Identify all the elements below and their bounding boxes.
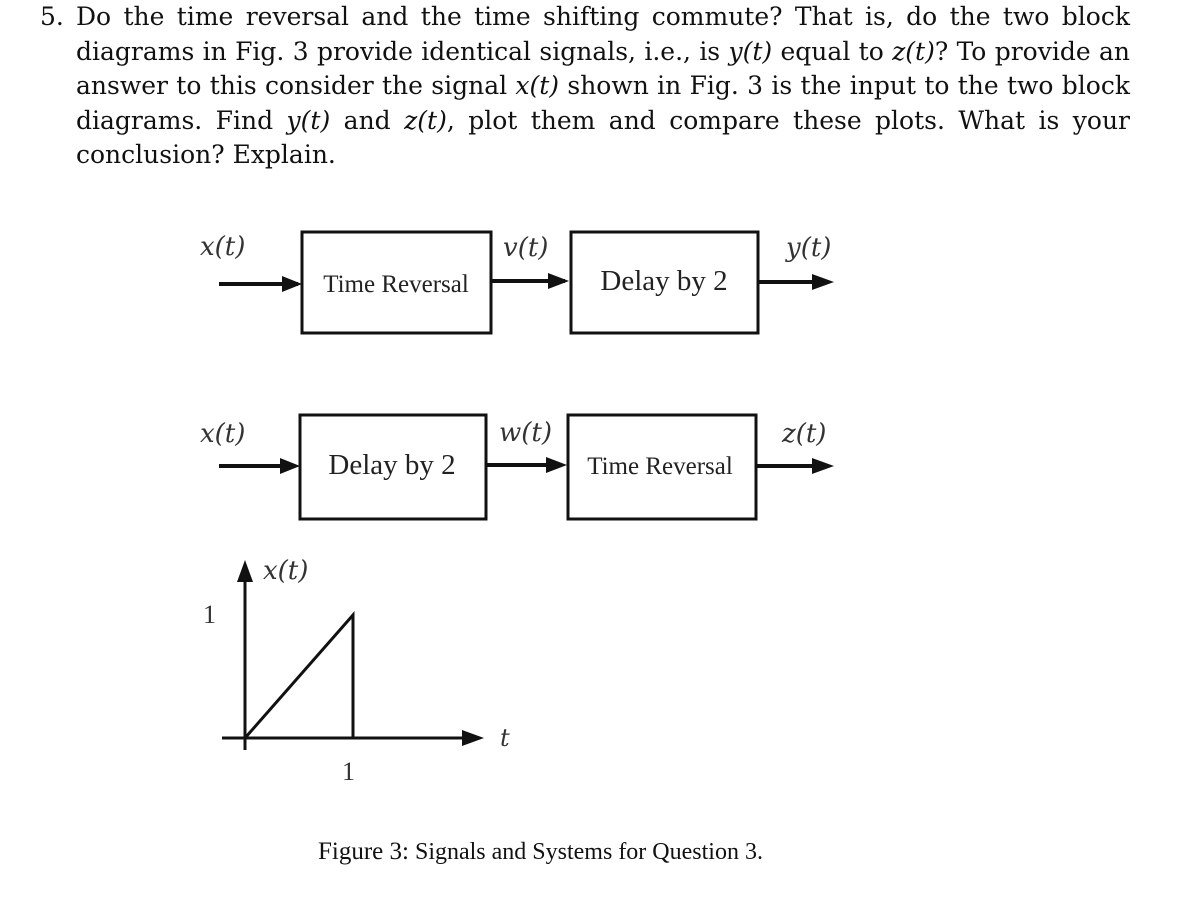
diagram2-output-label: z(t) <box>781 419 826 449</box>
question-text-segment: Do the time reversal and the time shifti… <box>76 2 1130 66</box>
block-diagram-2: x(t) Delay by 2 w(t) Time Reversal z(t) <box>200 413 834 521</box>
question-text-segment: and <box>330 105 405 135</box>
math-expression: z(t) <box>892 36 935 66</box>
caption-text: Signals and Systems for Question 3. <box>408 839 763 865</box>
diagram1-input-label: x(t) <box>200 232 245 262</box>
plot-y-tick-label: 1 <box>203 600 216 629</box>
math-expression: x(t) <box>515 71 560 100</box>
signal-plot: x(t) 1 1 t <box>203 556 510 786</box>
diagram2-mid-arrowhead <box>546 457 567 473</box>
question-text-segment: equal to <box>772 36 893 66</box>
block-diagram-1: x(t) Time Reversal v(t) Delay by 2 y(t) <box>200 230 834 335</box>
signal-ramp <box>243 611 355 739</box>
diagram2-mid-label: w(t) <box>499 418 552 448</box>
diagram1-block2-label: Delay by 2 <box>600 265 727 297</box>
question-number: 5. <box>40 2 64 31</box>
question-text-segment: ? To provide an answer to this consider … <box>76 36 1130 101</box>
diagram1-mid-label: v(t) <box>503 233 548 263</box>
diagram1-mid-arrowhead <box>548 273 569 289</box>
diagram2-input-label: x(t) <box>200 419 245 449</box>
question-text-segment: shown in Fig. 3 is the input to the two … <box>76 71 1130 135</box>
plot-y-arrowhead <box>237 560 253 582</box>
question-text: 5. Do the time reversal and the time shi… <box>40 0 1130 173</box>
diagram2-block1-label: Delay by 2 <box>328 449 455 481</box>
diagram2-block2-label: Time Reversal <box>587 453 733 480</box>
diagram1-block1-label: Time Reversal <box>323 271 469 298</box>
plot-x-arrowhead <box>462 730 484 746</box>
diagram2-output-arrowhead <box>812 458 834 474</box>
diagram1-output-arrowhead <box>812 274 834 290</box>
question-text-segment: , plot them and compare these plots. Wha… <box>76 105 1130 170</box>
math-expression: y(t) <box>286 105 331 135</box>
caption-label: Figure 3: <box>318 838 409 865</box>
diagram2-input-arrowhead <box>280 458 300 474</box>
plot-x-axis-label: t <box>500 724 510 752</box>
diagram1-input-arrowhead <box>282 276 302 292</box>
question-body: Do the time reversal and the time shifti… <box>76 0 1130 173</box>
math-expression: z(t) <box>404 105 447 135</box>
plot-signal-label: x(t) <box>263 556 308 586</box>
diagram1-output-label: y(t) <box>785 233 831 263</box>
figure-caption: Figure 3: Signals and Systems for Questi… <box>318 838 763 866</box>
plot-x-tick-label: 1 <box>342 757 355 786</box>
math-expression: y(t) <box>728 36 773 66</box>
